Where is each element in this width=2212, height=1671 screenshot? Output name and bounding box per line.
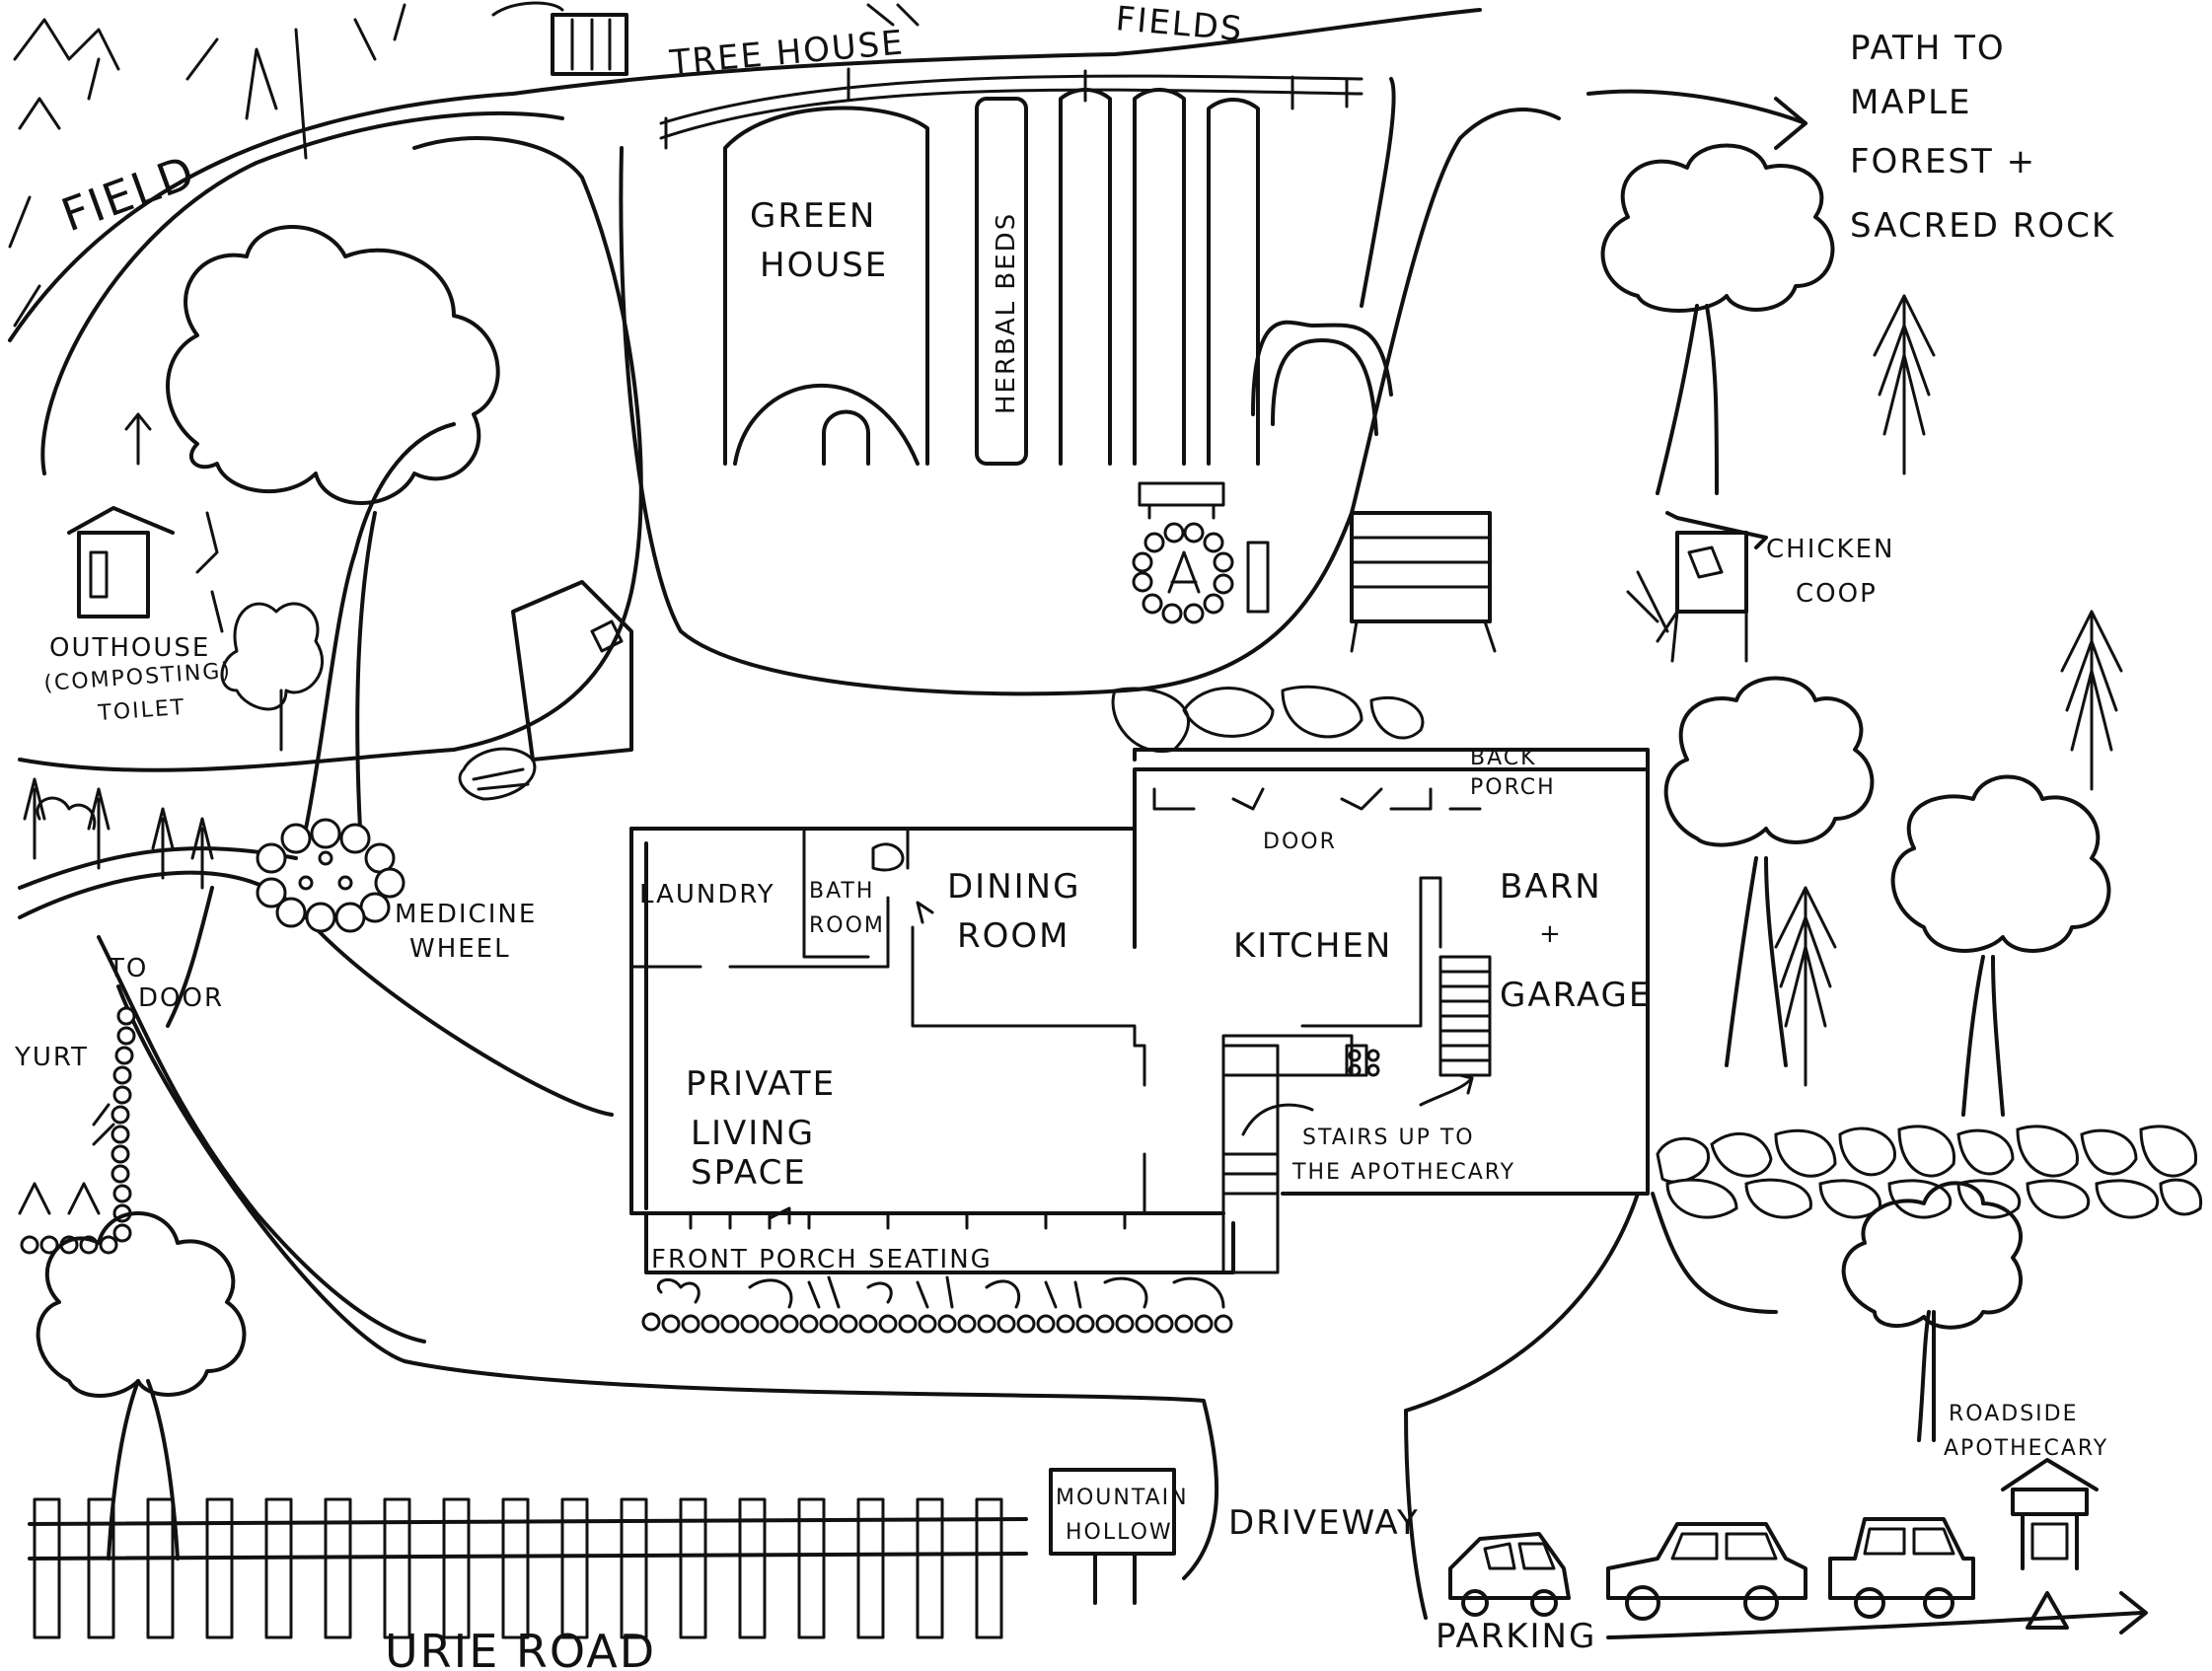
label-to-door: DOOR bbox=[138, 983, 224, 1013]
front-porch bbox=[644, 1206, 1235, 1274]
label-laundry: LAUNDRY bbox=[639, 880, 775, 909]
label-tree-house: TREE HOUSE bbox=[667, 23, 906, 83]
picnic-table bbox=[1350, 511, 1497, 653]
label-private-1: PRIVATE bbox=[686, 1064, 836, 1104]
label-path-4: SACRED ROCK bbox=[1850, 206, 2115, 246]
label-driveway: DRIVEWAY bbox=[1228, 1503, 1420, 1543]
label-barn-2: + bbox=[1539, 919, 1563, 949]
fire-circle bbox=[1132, 481, 1270, 624]
label-sign-2: HOLLOW bbox=[1066, 1520, 1173, 1545]
label-dining-2: ROOM bbox=[957, 916, 1069, 956]
big-tree-left bbox=[166, 225, 500, 831]
house bbox=[629, 748, 1650, 1274]
garden-arch bbox=[1251, 320, 1393, 436]
label-to: TO bbox=[108, 954, 148, 983]
label-fields: FIELDS bbox=[1114, 0, 1245, 49]
label-back-1: BACK bbox=[1470, 746, 1537, 770]
label-roadside-2: APOTHECARY bbox=[1944, 1436, 2108, 1461]
tree-house bbox=[491, 1, 920, 76]
left-conifers bbox=[23, 777, 214, 890]
road-fence bbox=[28, 1497, 1028, 1639]
outhouse bbox=[67, 412, 175, 618]
label-greenhouse-1: GREEN bbox=[750, 196, 876, 236]
field-grass bbox=[8, 3, 406, 327]
label-stairs-1: STAIRS UP TO bbox=[1302, 1126, 1475, 1150]
label-door: DOOR bbox=[1263, 830, 1337, 854]
tree-bottom-left bbox=[36, 1211, 247, 1561]
main-paths bbox=[8, 8, 1778, 1620]
label-parking: PARKING bbox=[1436, 1617, 1596, 1656]
path-arrow bbox=[1586, 89, 1807, 150]
flower-bed bbox=[641, 1275, 1233, 1334]
shed-left bbox=[511, 580, 633, 762]
label-chicken-1: CHICKEN bbox=[1766, 535, 1894, 564]
label-chicken-2: COOP bbox=[1796, 579, 1878, 609]
right-trees bbox=[1600, 143, 2123, 1442]
medicine-wheel bbox=[256, 818, 406, 933]
label-herbal-beds: HERBAL BEDS bbox=[992, 212, 1021, 414]
label-path-1: PATH TO bbox=[1850, 29, 2006, 68]
label-greenhouse-2: HOUSE bbox=[760, 246, 888, 285]
label-outhouse-1: OUTHOUSE bbox=[49, 633, 210, 663]
label-outhouse-2: (COMPOSTING) bbox=[43, 659, 233, 696]
back-stones bbox=[1111, 685, 1425, 753]
label-field: FIELD bbox=[54, 145, 202, 243]
label-sign-1: MOUNTAIN bbox=[1056, 1486, 1189, 1510]
label-path-2: MAPLE bbox=[1850, 83, 1972, 122]
label-stairs-2: THE APOTHECARY bbox=[1291, 1160, 1515, 1185]
label-yurt: YURT bbox=[14, 1043, 89, 1072]
parking-arrow bbox=[1606, 1591, 2148, 1639]
garden-fence bbox=[659, 67, 1364, 150]
label-bath-2: ROOM bbox=[809, 913, 885, 938]
greenhouse bbox=[723, 106, 929, 466]
label-private-3: SPACE bbox=[691, 1153, 807, 1193]
label-path-3: FOREST + bbox=[1850, 142, 2036, 182]
label-back-2: PORCH bbox=[1470, 775, 1556, 800]
yurt-path bbox=[18, 1006, 136, 1255]
herbal-beds bbox=[975, 88, 1260, 466]
label-medicine-1: MEDICINE bbox=[395, 900, 537, 929]
label-medicine-2: WHEEL bbox=[409, 934, 511, 964]
mountain-hollow-sign bbox=[1049, 1468, 1176, 1605]
roadside-apothecary bbox=[2001, 1458, 2099, 1630]
label-roadside-1: ROADSIDE bbox=[1949, 1402, 2079, 1426]
label-outhouse-3: TOILET bbox=[97, 695, 186, 726]
cars bbox=[1448, 1517, 1975, 1621]
left-small-trees bbox=[195, 511, 537, 801]
label-kitchen: KITCHEN bbox=[1233, 926, 1392, 966]
label-front-porch: FRONT PORCH SEATING bbox=[651, 1245, 993, 1274]
chicken-coop bbox=[1626, 511, 1768, 663]
label-private-2: LIVING bbox=[691, 1114, 815, 1153]
label-barn-1: BARN bbox=[1500, 867, 1602, 907]
label-barn-3: GARAGE bbox=[1500, 976, 1652, 1015]
label-dining-1: DINING bbox=[947, 867, 1080, 907]
stone-wall bbox=[1656, 1125, 2203, 1219]
label-bath-1: BATH bbox=[809, 879, 874, 904]
label-road: URIE ROAD bbox=[385, 1625, 656, 1671]
